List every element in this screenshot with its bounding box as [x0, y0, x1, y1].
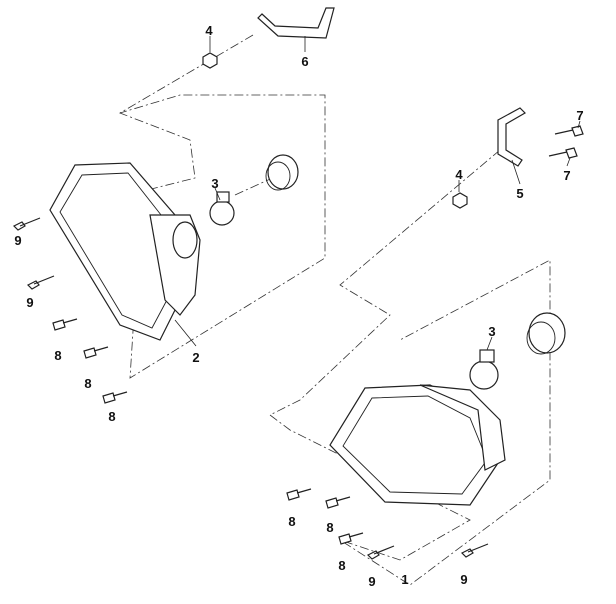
- callout-right-screw-8b: 8: [326, 520, 333, 535]
- leader-lines: [174, 36, 581, 351]
- right-socket: [526, 312, 566, 355]
- left-headlight-assembly: [12, 7, 335, 404]
- right-headlight: [329, 384, 506, 506]
- right-nut: [452, 192, 468, 209]
- callout-right-screw-9b: 9: [460, 572, 467, 587]
- callout-right-bolt-7a: 7: [576, 108, 583, 123]
- left-bracket: [257, 7, 335, 39]
- left-dash-bulb: [234, 169, 291, 196]
- left-bulb: [209, 191, 235, 226]
- callout-left-bracket: 6: [301, 54, 308, 69]
- callout-left-nut: 4: [205, 23, 213, 38]
- callout-right-bolt-7b: 7: [563, 168, 570, 183]
- callout-right-screw-8a: 8: [288, 514, 295, 529]
- callout-left-screw-8b: 8: [84, 376, 91, 391]
- left-socket: [265, 154, 299, 191]
- right-bulb: [469, 349, 499, 390]
- callout-right-bulb: 3: [488, 324, 495, 339]
- callout-right-screw-8c: 8: [338, 558, 345, 573]
- callout-left-headlight: 2: [192, 350, 199, 365]
- callout-left-screw-8a: 8: [54, 348, 61, 363]
- right-bracket: [497, 107, 526, 167]
- callout-left-screw-8c: 8: [108, 409, 115, 424]
- callout-right-screw-9a: 9: [368, 574, 375, 589]
- right-bolts: [548, 125, 584, 159]
- right-dashed-boundary: [269, 149, 551, 586]
- callout-right-headlight: 1: [401, 572, 408, 587]
- callout-right-nut: 4: [455, 167, 463, 182]
- left-nut: [202, 52, 218, 69]
- left-screws: [12, 217, 128, 404]
- callout-labels: 4 6 3 2 9 9 8 8 8 7 7 4 5 3 8 8 8 9 1 9: [14, 23, 583, 589]
- callout-right-bracket: 5: [516, 186, 523, 201]
- callout-left-bulb: 3: [211, 176, 218, 191]
- right-headlight-assembly: [269, 107, 584, 586]
- left-headlight: [49, 162, 201, 341]
- callout-left-screw-9b: 9: [26, 295, 33, 310]
- right-screws: [286, 488, 489, 560]
- callout-left-screw-9a: 9: [14, 233, 21, 248]
